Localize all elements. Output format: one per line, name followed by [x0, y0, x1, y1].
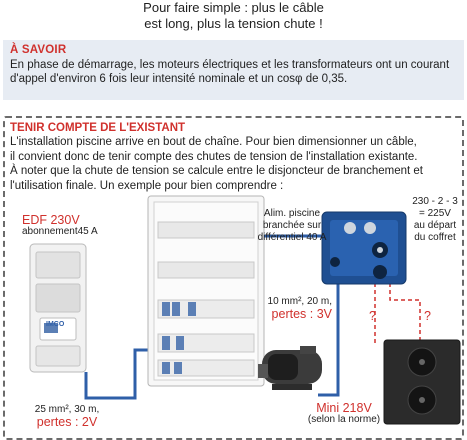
mini-voltage: Mini 218V	[316, 401, 372, 415]
pool-control-box	[321, 211, 407, 285]
coffret-voltage-group: 230 - 2 - 3 = 225V au départ du coffret	[406, 196, 464, 244]
mini-voltage-group: Mini 218V (selon la norme)	[296, 402, 392, 426]
a-savoir-text: En phase de démarrage, les moteurs élect…	[10, 59, 450, 85]
mini-voltage-note: (selon la norme)	[307, 414, 381, 425]
coffret-line-3: au départ	[413, 220, 457, 231]
heat-pump	[383, 339, 461, 425]
alim-line-3: différentiel 40 A	[257, 232, 327, 243]
cable-meter-to-panel	[84, 348, 148, 400]
tenir-line-1: L'installation piscine arrive en bout de…	[10, 136, 417, 148]
edf-subscription-label: abonnement45 A	[22, 226, 98, 237]
intro-line-1: Pour faire simple : plus le câble	[143, 0, 324, 15]
tenir-line-2: il convient donc de tenir compte des chu…	[10, 150, 418, 163]
cable-coffret-to-pump	[318, 283, 340, 397]
cable-coffret-to-heatpump	[389, 283, 421, 350]
cable1-spec: 25 mm², 30 m,	[34, 404, 100, 415]
cable2-spec: 10 mm², 20 m,	[267, 296, 332, 307]
tenir-compte-text: L'installation piscine arrive en bout de…	[10, 135, 460, 193]
coffret-line-4: du coffret	[414, 232, 456, 243]
cable1-label-group: 25 mm², 30 m, pertes : 2V	[26, 404, 108, 428]
tenir-line-4: l'utilisation finale. Un exemple pour bi…	[10, 179, 284, 192]
edf-voltage-label: EDF 230V	[22, 213, 80, 227]
electrical-panel	[147, 195, 265, 387]
meter-brand-label: IMCO	[46, 321, 65, 328]
alim-line-2: branchée sur	[262, 220, 322, 231]
cable2-loss: pertes : 3V	[271, 307, 332, 321]
question-mark-1: ?	[369, 309, 376, 323]
alim-label-group: Alim. piscine branchée sur différentiel …	[252, 208, 332, 244]
intro-line-2: est long, plus la tension chute !	[144, 16, 323, 31]
edf-meter	[29, 243, 87, 373]
intro-heading: Pour faire simple : plus le câble est lo…	[0, 0, 467, 32]
edf-label-group: EDF 230V abonnement45 A	[22, 214, 98, 238]
cable1-loss: pertes : 2V	[36, 415, 98, 429]
cable2-label-group: 10 mm², 20 m, pertes : 3V	[256, 296, 332, 320]
a-savoir-title: À SAVOIR	[10, 44, 67, 56]
existing-install-panel	[3, 116, 464, 440]
alim-line-1: Alim. piscine	[263, 208, 321, 219]
tenir-compte-title: TENIR COMPTE DE L'EXISTANT	[10, 122, 186, 134]
pool-pump	[258, 346, 322, 390]
question-mark-2: ?	[424, 309, 431, 323]
a-savoir-panel	[3, 40, 464, 100]
tenir-line-3: À noter que la chute de tension se calcu…	[10, 165, 423, 177]
coffret-line-1: 230 - 2 - 3	[412, 196, 458, 207]
coffret-line-2: = 225V	[419, 208, 451, 219]
